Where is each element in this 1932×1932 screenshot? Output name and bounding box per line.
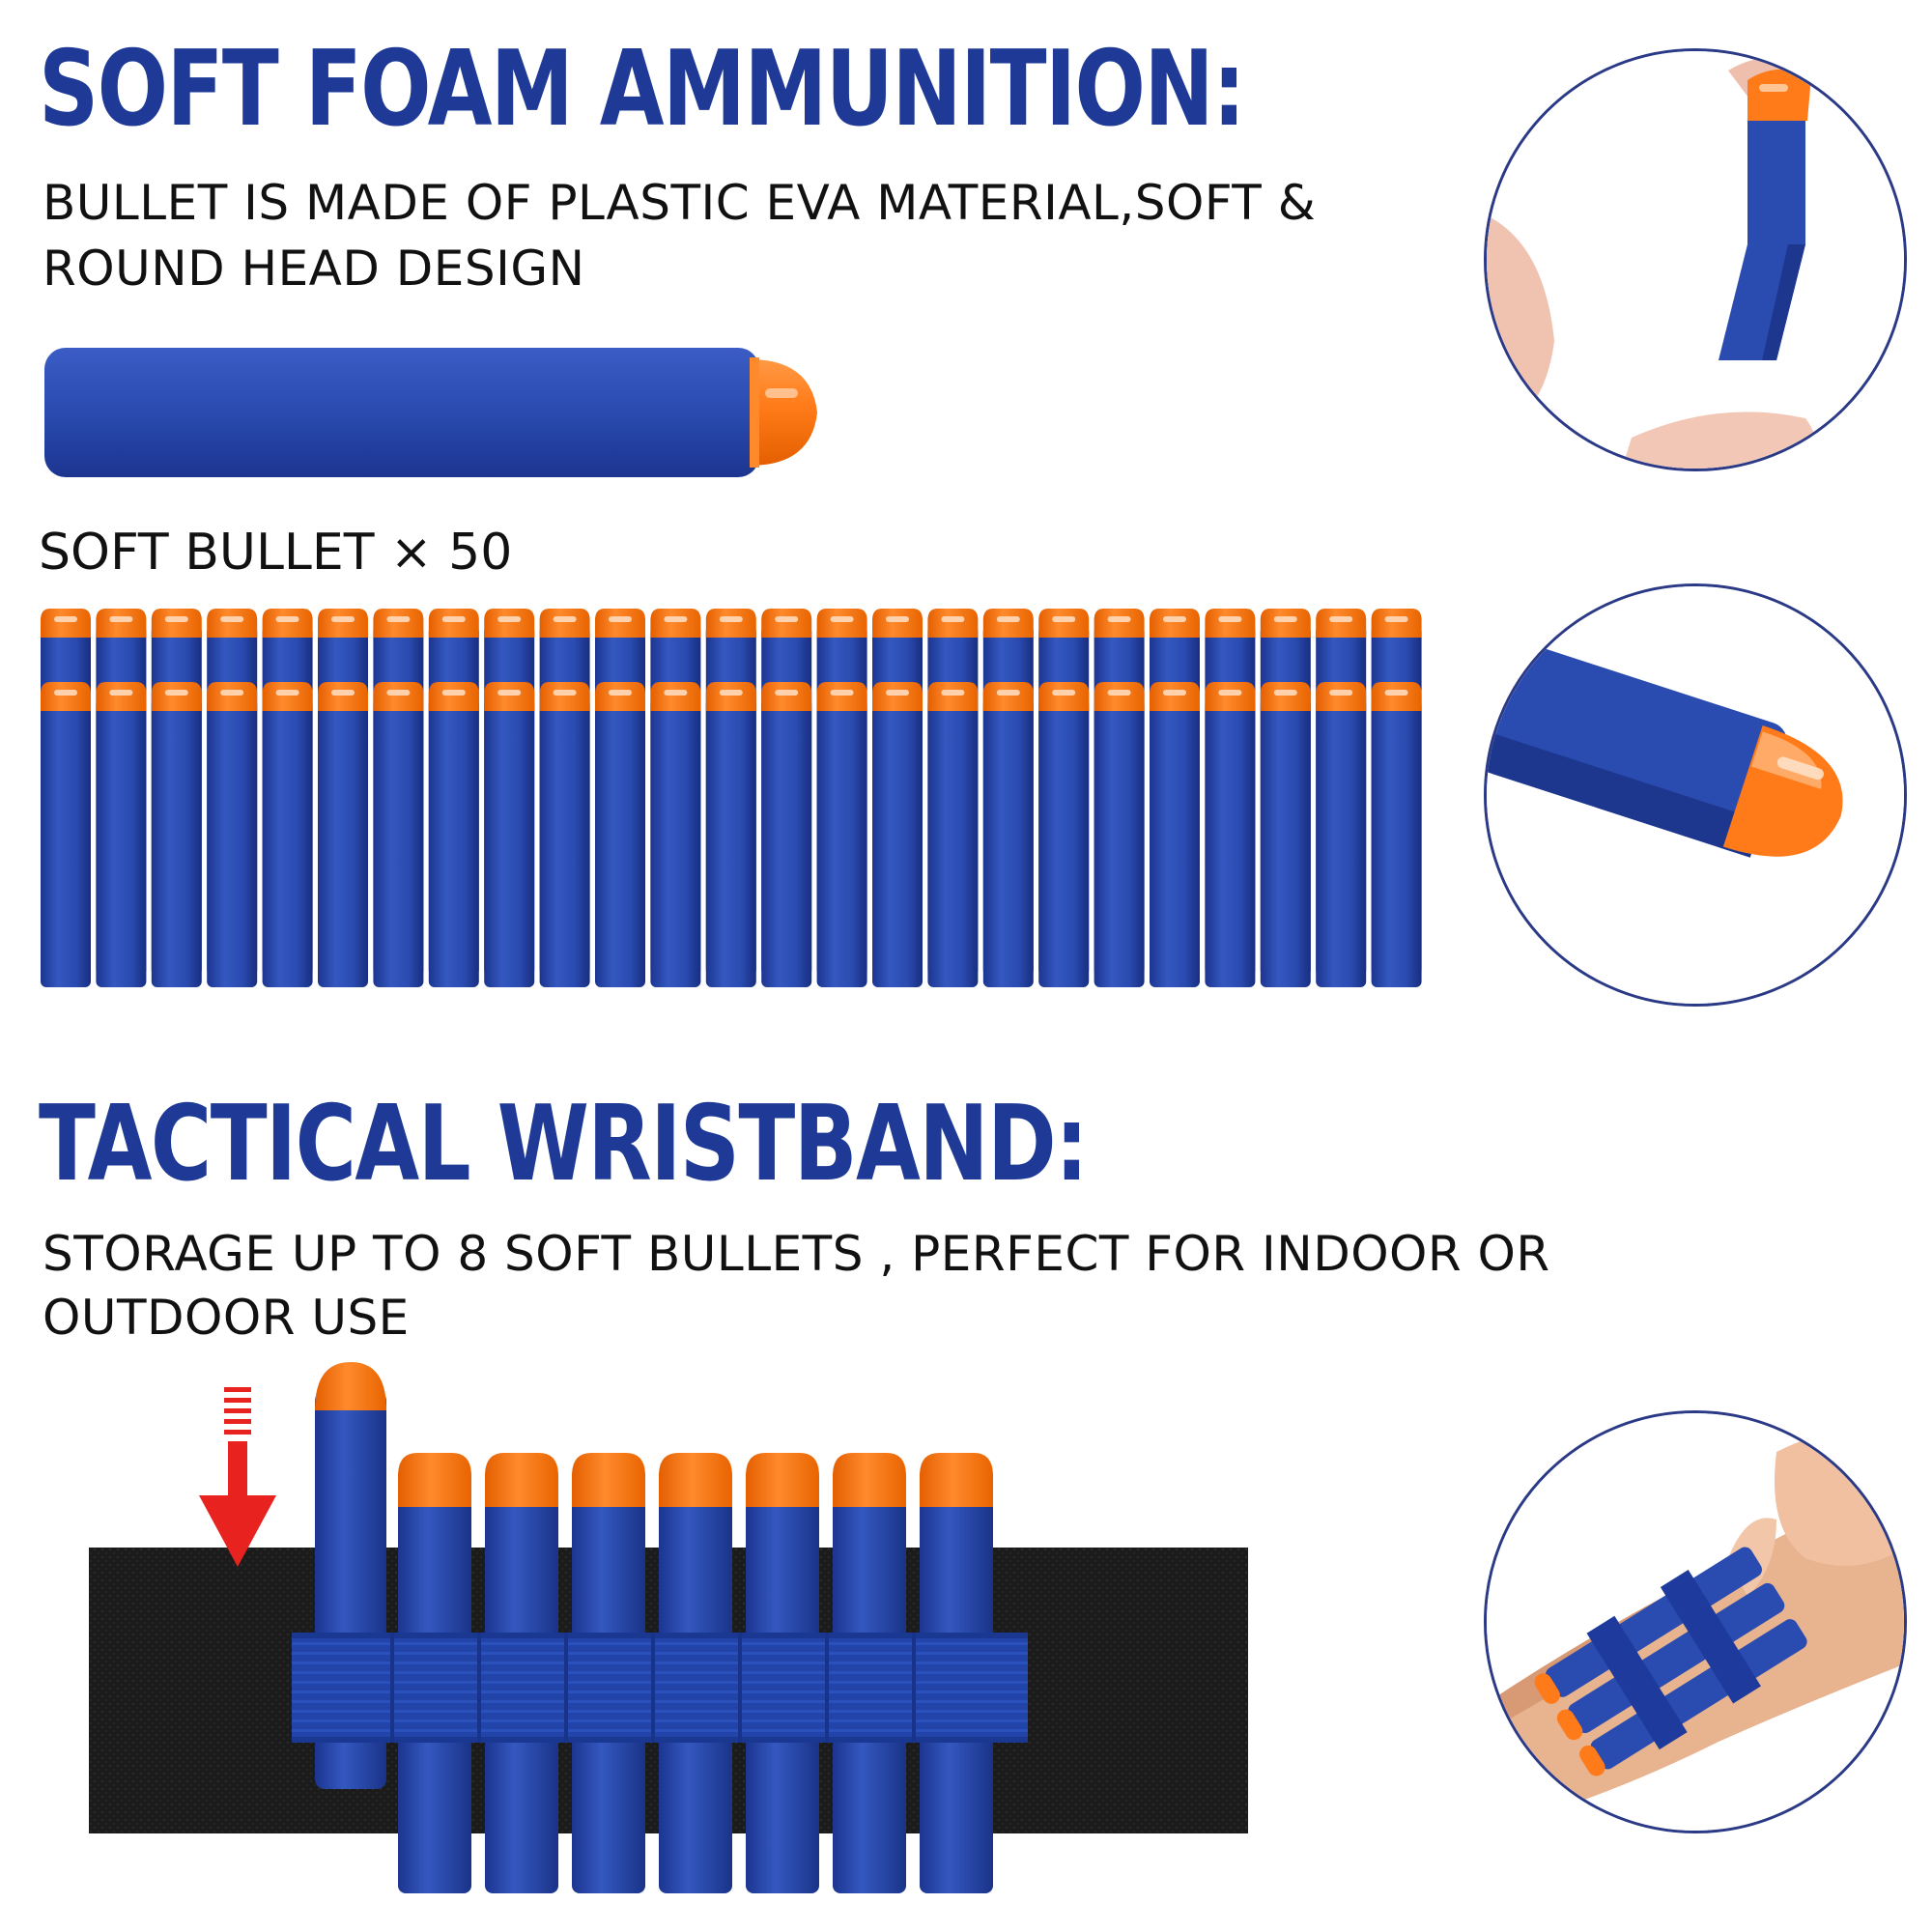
grid-dart-front xyxy=(761,682,812,987)
grid-dart-front xyxy=(982,682,1034,987)
grid-dart-front xyxy=(373,682,424,987)
grid-dart-front xyxy=(41,682,91,987)
wristband-product-image xyxy=(89,1362,1248,1893)
foam-description-line-2: ROUND HEAD DESIGN xyxy=(43,241,585,297)
grid-dart-front xyxy=(539,682,590,987)
grid-dart-front xyxy=(1316,682,1367,987)
grid-dart-front xyxy=(1371,682,1422,987)
grid-dart-front xyxy=(1150,682,1200,987)
foam-description-line-1: BULLET IS MADE OF PLASTIC EVA MATERIAL,S… xyxy=(43,175,1317,231)
soft-bullet-count-label: SOFT BULLET × 50 xyxy=(39,524,513,582)
dart-grid-image xyxy=(41,609,1422,987)
grid-dart-front xyxy=(207,682,258,987)
grid-dart-front xyxy=(428,682,479,987)
grid-dart-front xyxy=(816,682,867,987)
grid-dart-front xyxy=(1094,682,1145,987)
grid-dart-front xyxy=(872,682,923,987)
insert-arrow-icon xyxy=(199,1387,276,1567)
section-title-foam-ammunition: SOFT FOAM AMMUNITION: xyxy=(39,29,1246,150)
grid-dart-front xyxy=(96,682,147,987)
wristband-description-line-1: STORAGE UP TO 8 SOFT BULLETS , PERFECT F… xyxy=(43,1226,1550,1282)
grid-dart-front xyxy=(927,682,979,987)
grid-dart-front xyxy=(262,682,313,987)
grid-dart-front xyxy=(650,682,701,987)
wristband-description-line-2: OUTDOOR USE xyxy=(43,1290,410,1346)
grid-dart-front xyxy=(1205,682,1256,987)
single-foam-dart-image xyxy=(44,348,817,477)
dart-tip-detail-circle xyxy=(1484,583,1907,1007)
grid-dart-front xyxy=(595,682,645,987)
wristband-on-arm-circle xyxy=(1484,1410,1907,1833)
section-title-tactical-wristband: TACTICAL WRISTBAND: xyxy=(39,1084,1089,1205)
grid-dart-front xyxy=(151,682,202,987)
grid-dart-front xyxy=(484,682,535,987)
grid-dart-front xyxy=(318,682,368,987)
bent-dart-detail-circle xyxy=(1484,48,1907,471)
grid-dart-front xyxy=(705,682,756,987)
grid-dart-front xyxy=(1260,682,1311,987)
grid-dart-front xyxy=(1038,682,1090,987)
